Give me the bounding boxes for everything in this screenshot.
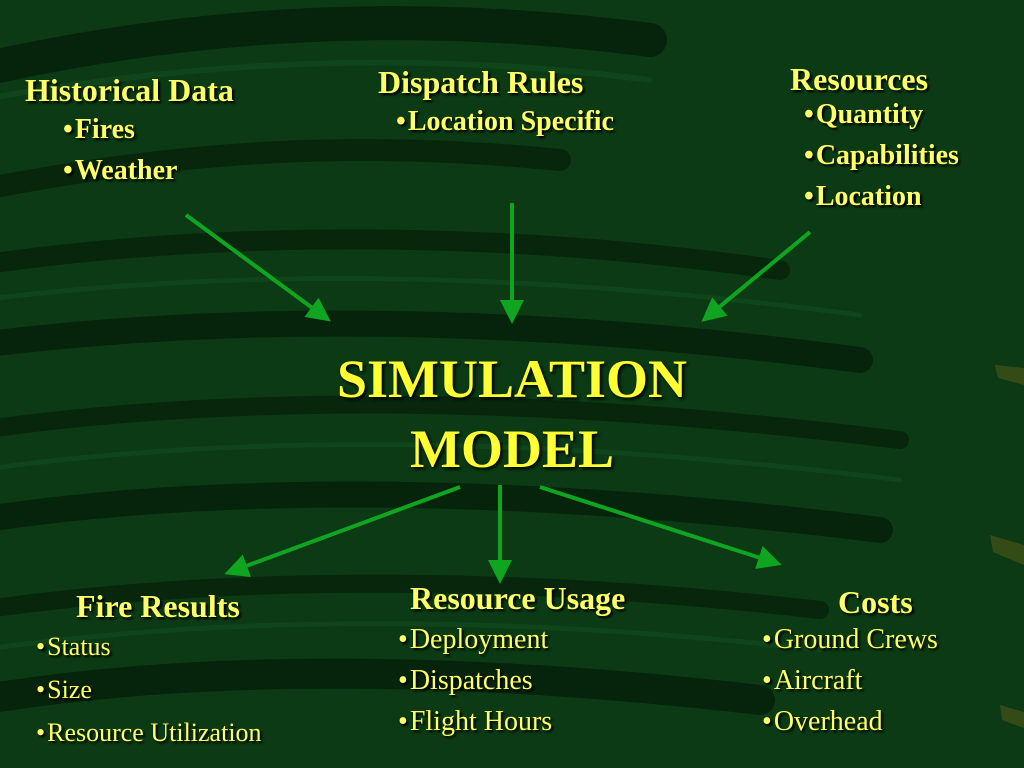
simulation-model-title: SIMULATION MODEL [262, 344, 762, 484]
costs-title: Costs [838, 584, 913, 620]
list-item: •Location Specific [396, 106, 614, 137]
list-item: •Location [804, 181, 922, 212]
list-item: •Flight Hours [398, 706, 553, 737]
list-item: •Quantity [804, 99, 924, 130]
costs-block: Costs •Ground Crews •Aircraft •Overhead [762, 584, 938, 742]
dispatch-rules-list: •Location Specific [396, 101, 614, 142]
historical-data-list: •Fires •Weather [63, 109, 234, 191]
historical-data-block: Historical Data •Fires •Weather [25, 72, 234, 191]
historical-data-title: Historical Data [25, 72, 234, 108]
dispatch-rules-title: Dispatch Rules [378, 64, 584, 100]
resource-usage-block: Resource Usage •Deployment •Dispatches •… [398, 580, 625, 742]
list-item: •Capabilities [804, 140, 959, 171]
fire-results-title: Fire Results [76, 588, 240, 624]
dispatch-rules-block: Dispatch Rules •Location Specific [378, 64, 614, 142]
arrow-historical-to-model [184, 213, 331, 322]
fire-results-block: Fire Results •Status •Size •Resource Uti… [36, 588, 262, 754]
arrow-resources-to-model [701, 230, 812, 322]
list-item: •Overhead [762, 706, 883, 737]
model-title-line-2: MODEL [409, 419, 614, 479]
list-item: •Status [36, 632, 111, 661]
resources-title: Resources [790, 61, 929, 97]
resource-usage-title: Resource Usage [410, 580, 626, 616]
list-item: •Dispatches [398, 665, 533, 696]
list-item: •Ground Crews [762, 624, 938, 655]
list-item: •Aircraft [762, 665, 863, 696]
resource-usage-list: •Deployment •Dispatches •Flight Hours [398, 619, 625, 742]
arrow-model-to-fire-results [224, 485, 461, 578]
resources-block: Resources •Quantity •Capabilities •Locat… [790, 61, 959, 217]
list-item: •Weather [63, 155, 178, 186]
list-item: •Resource Utilization [36, 718, 262, 747]
resources-list: •Quantity •Capabilities •Location [804, 94, 959, 217]
arrow-model-to-costs [539, 485, 782, 569]
fire-results-list: •Status •Size •Resource Utilization [36, 625, 262, 754]
costs-list: •Ground Crews •Aircraft •Overhead [762, 619, 938, 742]
list-item: •Fires [63, 114, 135, 145]
list-item: •Deployment [398, 624, 549, 655]
list-item: •Size [36, 675, 92, 704]
model-title-line-1: SIMULATION [336, 349, 688, 409]
